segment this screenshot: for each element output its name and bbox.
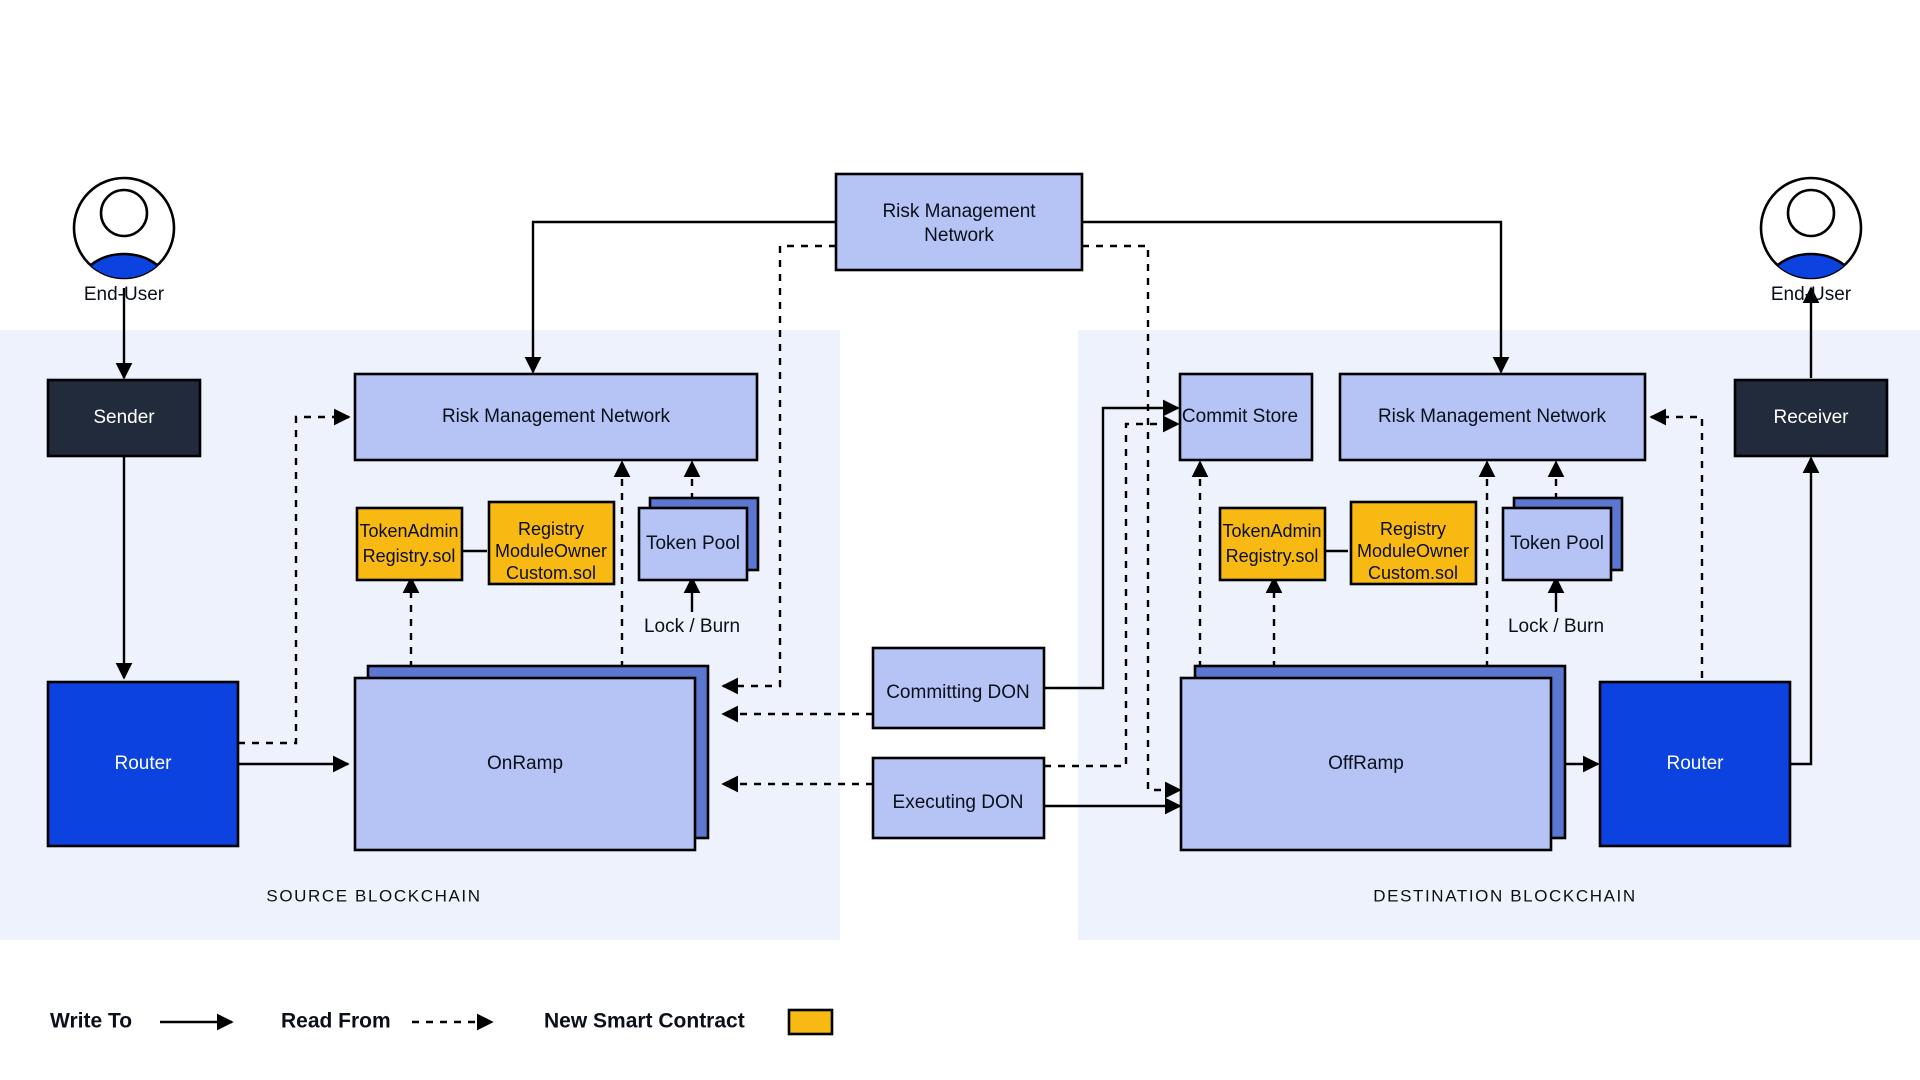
- edge-onramp-to-top-rmn: [721, 244, 836, 695]
- source-lock-burn-label: Lock / Burn: [644, 616, 740, 637]
- legend: Write To Read From New Smart Contract: [50, 1008, 834, 1036]
- destination-registry-module-line3: Custom.sol: [1368, 563, 1458, 583]
- node-top-risk-management-network[interactable]: Risk Management Network: [834, 172, 1084, 272]
- executing-don-label: Executing DON: [893, 792, 1024, 813]
- end-user-left-label: End-User: [84, 284, 165, 305]
- node-onramp[interactable]: OnRamp: [353, 664, 710, 852]
- source-rmn-label: Risk Management Network: [442, 406, 671, 427]
- top-rmn-label-line1: Risk Management: [882, 201, 1036, 222]
- node-source-registry-module-owner-custom[interactable]: Registry ModuleOwner Custom.sol: [487, 500, 616, 586]
- legend-new-smart-contract-label: New Smart Contract: [544, 1010, 745, 1033]
- sender-label: Sender: [93, 407, 155, 428]
- edge-committingdon-reads-commitstore: [1044, 415, 1180, 768]
- node-source-risk-management-network[interactable]: Risk Management Network: [353, 372, 759, 462]
- commit-store-label: Commit Store: [1182, 406, 1298, 427]
- legend-yellow-swatch-icon: [787, 1008, 834, 1036]
- node-source-router[interactable]: Router: [46, 680, 240, 848]
- node-sender[interactable]: Sender: [46, 378, 202, 458]
- destination-rmn-label: Risk Management Network: [1378, 406, 1607, 427]
- source-token-pool-label: Token Pool: [646, 533, 740, 554]
- destination-router-label: Router: [1666, 753, 1724, 774]
- node-destination-router[interactable]: Router: [1598, 680, 1792, 848]
- edge-destination-router-to-receiver: [1790, 456, 1820, 766]
- edge-destination-router-to-rmn: [1649, 408, 1704, 678]
- edge-committingdon-to-commitstore: [1044, 399, 1180, 690]
- edge-top-rmn-to-destination-rmn: [1082, 220, 1510, 374]
- connector-layer: [115, 220, 1820, 815]
- legend-write-to-label: Write To: [50, 1010, 132, 1033]
- source-registry-module-line2: ModuleOwner: [495, 541, 607, 561]
- node-destination-token-pool[interactable]: Token Pool: [1501, 496, 1624, 582]
- node-receiver[interactable]: Receiver: [1733, 378, 1889, 458]
- source-token-admin-registry-line1: TokenAdmin: [359, 521, 458, 541]
- node-destination-registry-module-owner-custom[interactable]: Registry ModuleOwner Custom.sol: [1349, 500, 1478, 586]
- node-source-token-admin-registry[interactable]: TokenAdmin Registry.sol: [355, 506, 464, 582]
- source-token-admin-registry-line2: Registry.sol: [363, 546, 456, 566]
- edge-offramp-to-top-rmn: [1082, 244, 1182, 799]
- avatar-end-user-right: [1759, 176, 1863, 280]
- node-executing-don[interactable]: Executing DON: [871, 756, 1046, 840]
- destination-token-pool-label: Token Pool: [1510, 533, 1604, 554]
- node-committing-don[interactable]: Committing DON: [871, 646, 1046, 730]
- onramp-label: OnRamp: [487, 753, 563, 774]
- committing-don-label: Committing DON: [886, 682, 1030, 703]
- offramp-label: OffRamp: [1328, 753, 1404, 774]
- source-blockchain-label: SOURCE BLOCKCHAIN: [266, 886, 481, 905]
- node-source-token-pool[interactable]: Token Pool: [637, 496, 760, 582]
- source-registry-module-line3: Custom.sol: [506, 563, 596, 583]
- node-destination-risk-management-network[interactable]: Risk Management Network: [1338, 372, 1647, 462]
- node-commit-store[interactable]: Commit Store: [1178, 372, 1314, 462]
- avatar-end-user-left: [72, 176, 176, 280]
- destination-blockchain-label: DESTINATION BLOCKCHAIN: [1373, 886, 1636, 905]
- source-registry-module-line1: Registry: [518, 519, 584, 539]
- node-destination-token-admin-registry[interactable]: TokenAdmin Registry.sol: [1218, 506, 1327, 582]
- receiver-label: Receiver: [1774, 407, 1850, 428]
- edge-router-to-source-rmn: [238, 408, 351, 745]
- destination-lock-burn-label: Lock / Burn: [1508, 616, 1604, 637]
- edge-top-rmn-to-source-rmn: [524, 220, 836, 374]
- legend-read-from-label: Read From: [281, 1010, 391, 1033]
- node-offramp[interactable]: OffRamp: [1179, 664, 1567, 852]
- destination-registry-module-line2: ModuleOwner: [1357, 541, 1469, 561]
- end-user-right-label: End-User: [1771, 284, 1852, 305]
- destination-token-admin-registry-line2: Registry.sol: [1226, 546, 1319, 566]
- destination-registry-module-line1: Registry: [1380, 519, 1446, 539]
- top-rmn-label-line2: Network: [924, 225, 994, 246]
- destination-token-admin-registry-line1: TokenAdmin: [1222, 521, 1321, 541]
- source-router-label: Router: [114, 753, 172, 774]
